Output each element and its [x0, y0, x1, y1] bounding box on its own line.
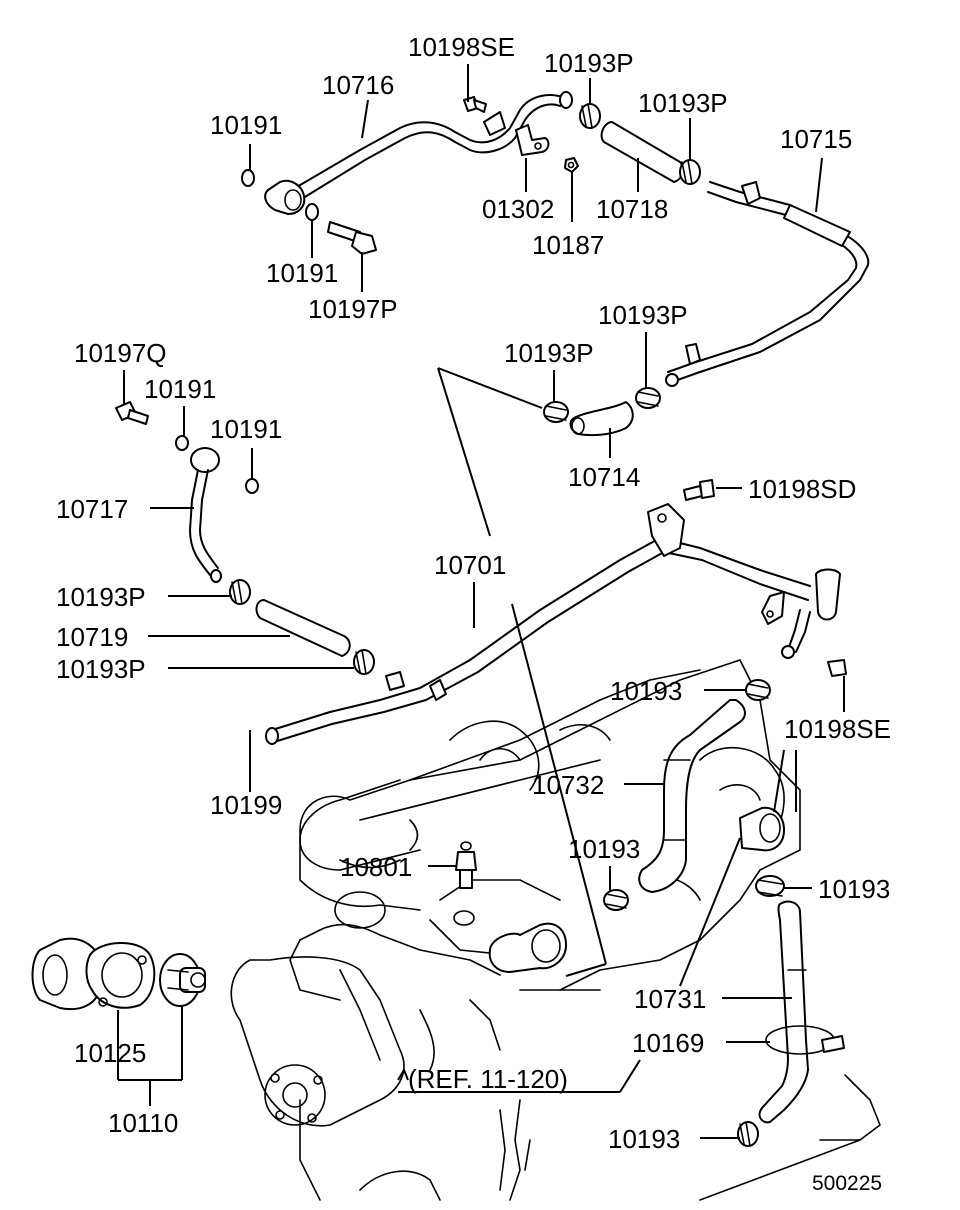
label-10731: 10731 [634, 984, 706, 1014]
label-10110: 10110 [108, 1108, 178, 1138]
label-10732: 10732 [532, 770, 604, 800]
label-10716: 10716 [322, 70, 394, 100]
pipe-10717 [189, 447, 222, 583]
label-10191-d: 10191 [210, 414, 282, 444]
label-10193-a: 10193 [610, 676, 682, 706]
part-number-labels: 10198SE 10193P 10716 10191 10193P 10715 … [56, 32, 891, 1195]
label-10701: 10701 [434, 550, 506, 580]
band-10169 [765, 1025, 845, 1055]
label-10193-d: 10193 [608, 1124, 680, 1154]
label-10199: 10199 [210, 790, 282, 820]
label-10193P-a: 10193P [544, 48, 634, 78]
label-10198SD: 10198SD [748, 474, 856, 504]
washer-10191-b [305, 203, 319, 221]
washer-10191-d [245, 478, 259, 494]
label-10715: 10715 [780, 124, 852, 154]
clamp-10193P-b [679, 159, 701, 185]
label-10193P-c: 10193P [598, 300, 688, 330]
thermostat-housing [31, 937, 101, 1010]
pipe-10715 [665, 181, 870, 387]
label-10125: 10125 [74, 1038, 146, 1068]
label-10197Q: 10197Q [74, 338, 167, 368]
label-10169: 10169 [632, 1028, 704, 1058]
clamp-10193P-e [229, 579, 251, 605]
diagram-id: 500225 [812, 1172, 882, 1195]
label-10718: 10718 [596, 194, 668, 224]
label-ref: (REF. 11-120) [408, 1064, 568, 1094]
bolt-10198SE-mid [827, 659, 847, 677]
label-10198SE-mid: 10198SE [784, 714, 891, 744]
label-10198SE-top: 10198SE [408, 32, 515, 62]
label-10193P-d: 10193P [504, 338, 594, 368]
label-10193-b: 10193 [568, 834, 640, 864]
label-10193P-b: 10193P [638, 88, 728, 118]
thermostat-outlet [488, 922, 567, 973]
label-10801: 10801 [340, 852, 412, 882]
water-pump [230, 956, 405, 1127]
washer-10191-a [241, 169, 255, 187]
label-10193-c: 10193 [818, 874, 890, 904]
label-10193P-e: 10193P [56, 582, 146, 612]
eye-bolt-10197Q [115, 401, 149, 425]
label-10717: 10717 [56, 494, 128, 524]
hose-10718 [600, 121, 684, 183]
bolt-10198SD [683, 479, 715, 501]
clamp-10193-c [755, 875, 785, 897]
washer-10191-c [175, 435, 189, 451]
thermostat [159, 953, 206, 1007]
label-10191-b: 10191 [266, 258, 338, 288]
leader-lines [117, 64, 845, 1139]
hose-10719 [255, 599, 351, 657]
clamp-10193-d [737, 1121, 759, 1147]
label-10714: 10714 [568, 462, 640, 492]
label-01302: 01302 [482, 194, 554, 224]
label-10719: 10719 [56, 622, 128, 652]
label-10191-c: 10191 [144, 374, 216, 404]
clamp-10193P-a [579, 103, 601, 129]
hose-10732 [638, 699, 746, 893]
thermostat-gasket [85, 942, 156, 1009]
pipe-10716 [264, 91, 573, 215]
label-10191-a: 10191 [210, 110, 282, 140]
bracket-01302 [515, 124, 550, 156]
clamp-10193-b [603, 889, 629, 911]
clamp-10193P-d [543, 401, 569, 423]
hose-10731 [758, 900, 809, 1124]
rocker-cover [299, 779, 421, 929]
eye-bolt-10197P [327, 221, 377, 255]
label-10187: 10187 [532, 230, 604, 260]
bolt-10198SE-top [463, 96, 487, 113]
water-outlet-fitting [739, 806, 785, 852]
clamp-10193-a [745, 679, 771, 701]
clamp-10193P-c [635, 387, 661, 409]
nut-10187 [564, 157, 579, 173]
pipe-10701 [265, 503, 841, 745]
label-10193P-f: 10193P [56, 654, 146, 684]
hose-10714 [569, 401, 634, 437]
clamp-10193P-f [353, 649, 375, 675]
label-10197P: 10197P [308, 294, 398, 324]
sensor-seat [453, 910, 475, 926]
sensor-10801 [455, 841, 477, 889]
